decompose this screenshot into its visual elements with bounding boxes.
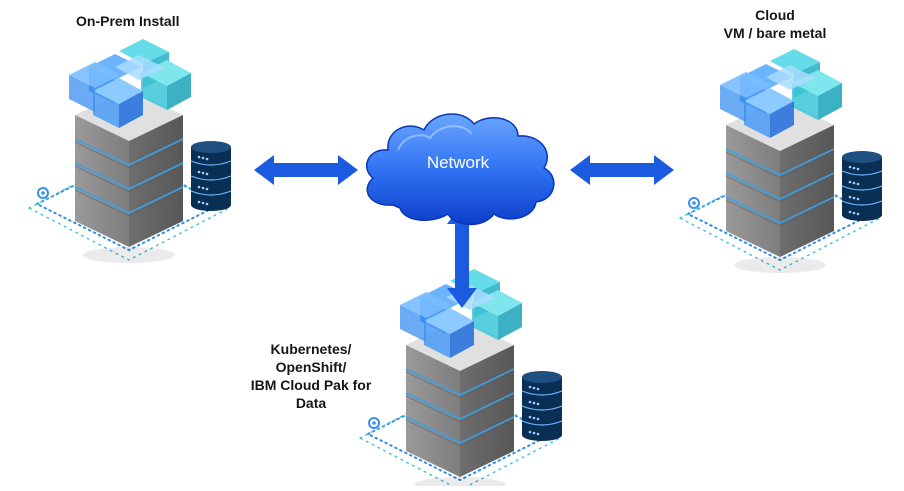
server-stack-icon bbox=[679, 48, 883, 274]
arrow-right-bidirectional-icon bbox=[570, 155, 674, 185]
k8s-label-line1: Kubernetes/ bbox=[270, 341, 352, 357]
cloud-label-line1: Cloud bbox=[755, 7, 795, 23]
k8s-label-line2: OpenShift/ bbox=[275, 359, 347, 375]
server-stack-icon bbox=[28, 38, 232, 264]
kubernetes-caption: Kubernetes/ OpenShift/ IBM Cloud Pak for… bbox=[236, 340, 386, 412]
cloud-label-line2: VM / bare metal bbox=[723, 25, 827, 41]
k8s-label-line3: IBM Cloud Pak for bbox=[250, 377, 372, 393]
arrow-left-bidirectional-icon bbox=[254, 155, 358, 185]
network-cloud-icon: Network bbox=[366, 113, 555, 226]
cloud-vm-node bbox=[679, 48, 883, 274]
onprem-node bbox=[28, 38, 232, 264]
cloud-caption: Cloud VM / bare metal bbox=[700, 6, 850, 42]
onprem-caption: On-Prem Install bbox=[76, 12, 179, 30]
k8s-label-line4: Data bbox=[295, 395, 327, 411]
network-label: Network bbox=[427, 153, 490, 172]
onprem-label: On-Prem Install bbox=[76, 13, 180, 29]
